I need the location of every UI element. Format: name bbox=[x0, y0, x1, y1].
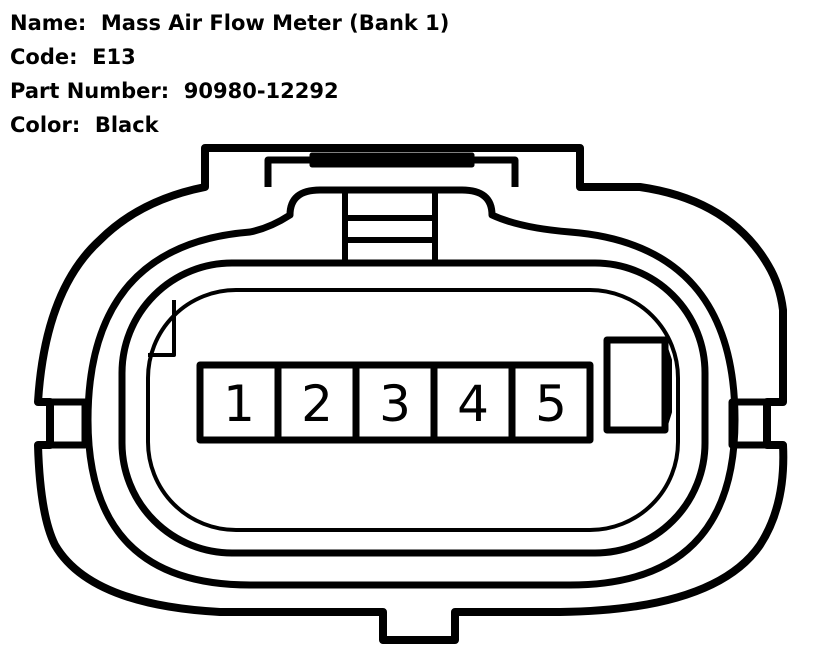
latch-slot bbox=[309, 152, 475, 168]
pin-cell-5 bbox=[508, 361, 594, 444]
lock-tab bbox=[603, 336, 669, 434]
cavity-inner-wall bbox=[146, 288, 680, 532]
pin-number-1: 1 bbox=[223, 375, 255, 433]
part-number-value: 90980-12292 bbox=[183, 79, 339, 103]
part-number-line: Part Number: 90980-12292 bbox=[10, 74, 449, 108]
color-value: Black bbox=[94, 113, 159, 137]
connector-info: Name: Mass Air Flow Meter (Bank 1) Code:… bbox=[10, 6, 449, 142]
code-line: Code: E13 bbox=[10, 40, 449, 74]
keying-rib bbox=[148, 300, 176, 357]
lock-tab-edge bbox=[663, 344, 672, 429]
pin-number-2: 2 bbox=[301, 375, 333, 433]
code-value: E13 bbox=[92, 45, 136, 69]
pin-number-4: 4 bbox=[457, 375, 489, 433]
left-side-tab bbox=[46, 398, 89, 449]
color-label: Color: bbox=[10, 113, 81, 137]
top-latch bbox=[264, 156, 519, 187]
name-value: Mass Air Flow Meter (Bank 1) bbox=[100, 11, 450, 35]
locking-ramp bbox=[342, 192, 438, 266]
mating-cavity bbox=[118, 259, 709, 557]
name-label: Name: bbox=[10, 11, 87, 35]
part-number-label: Part Number: bbox=[10, 79, 170, 103]
color-line: Color: Black bbox=[10, 108, 449, 142]
connector-housing bbox=[34, 144, 788, 644]
name-line: Name: Mass Air Flow Meter (Bank 1) bbox=[10, 6, 449, 40]
pin-number-3: 3 bbox=[379, 375, 411, 433]
pin-number-5: 5 bbox=[535, 375, 567, 433]
code-label: Code: bbox=[10, 45, 78, 69]
inner-housing-wall bbox=[84, 186, 739, 589]
